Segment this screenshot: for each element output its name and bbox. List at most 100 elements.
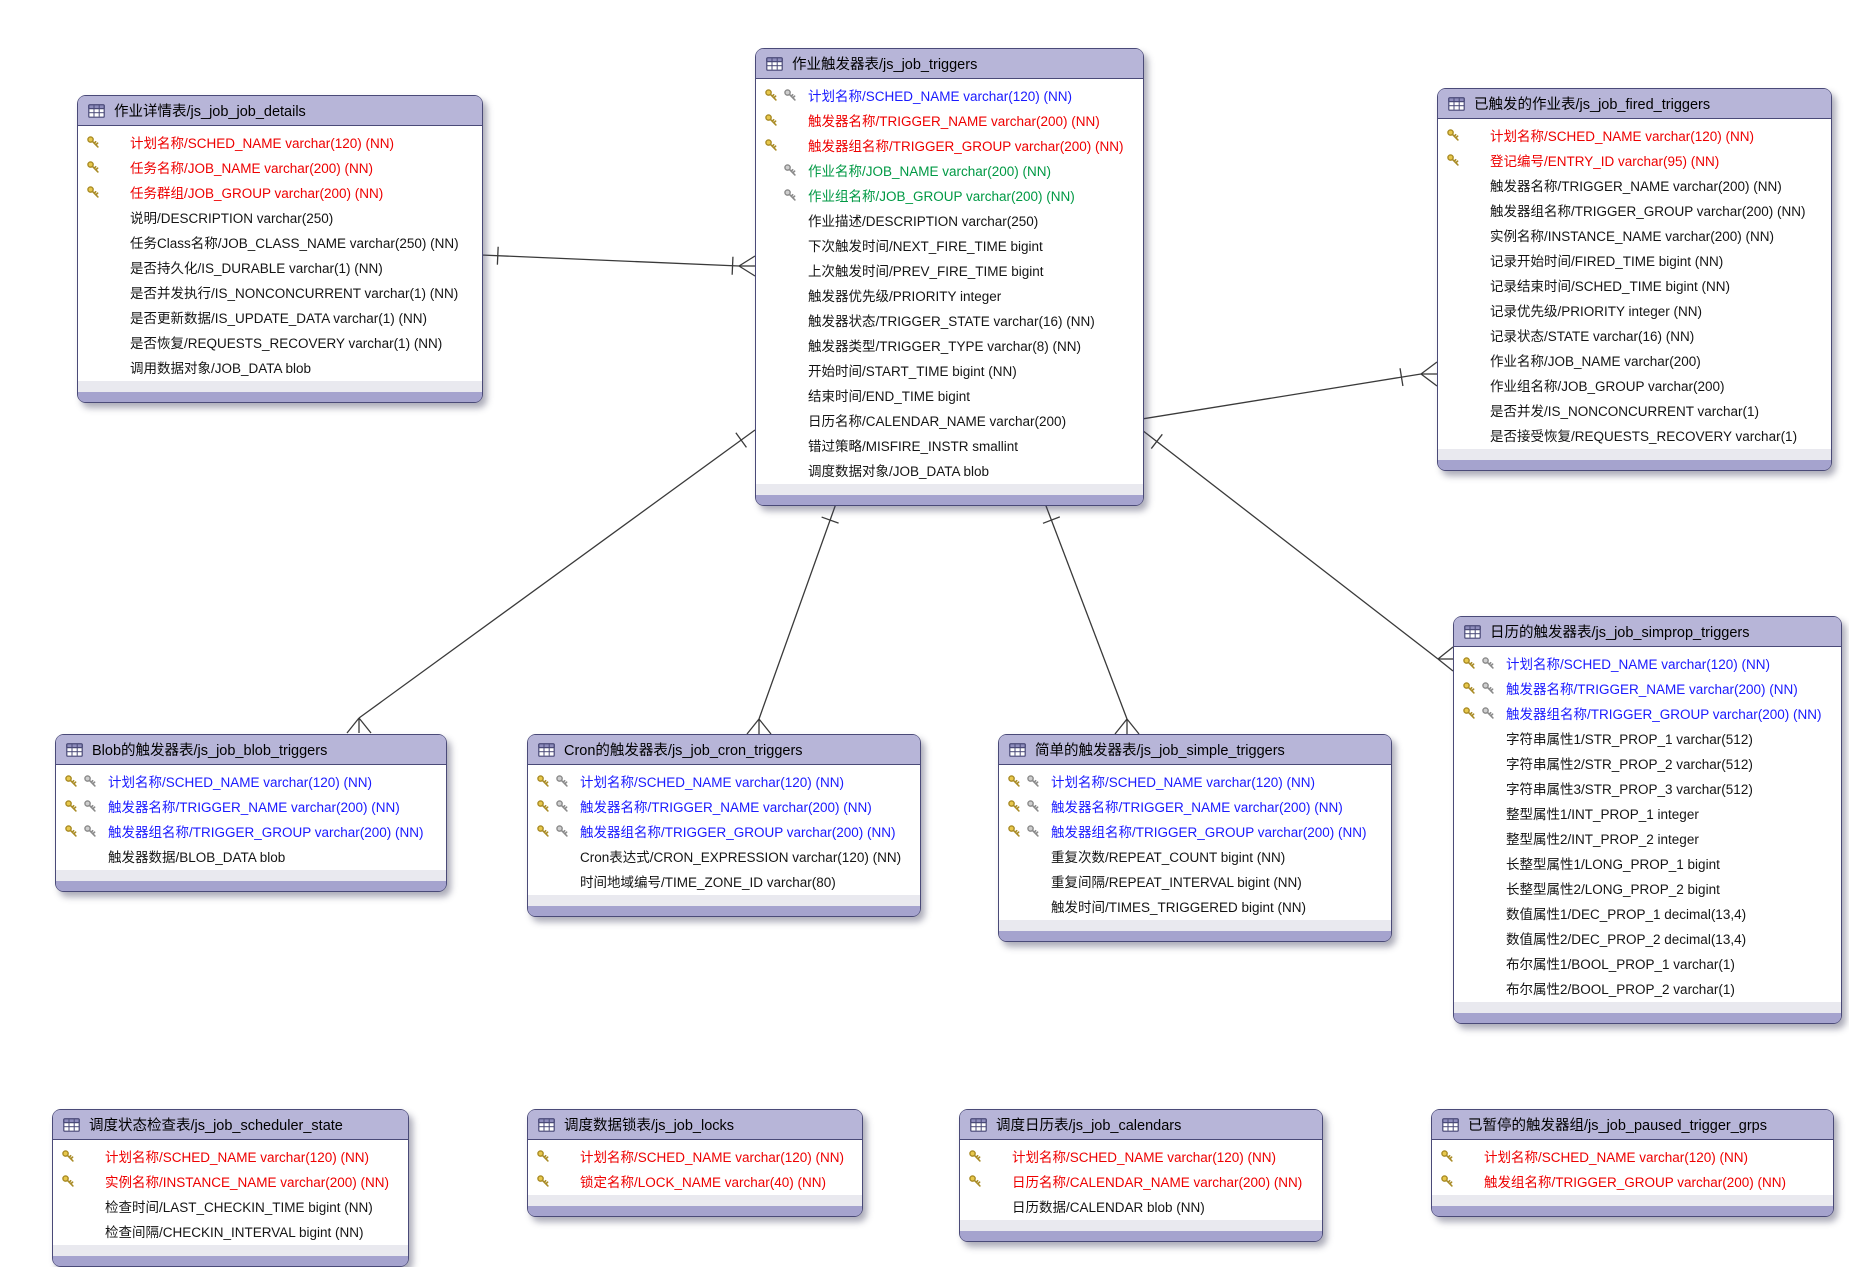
column-row[interactable]: 锁定名称/LOCK_NAME varchar(40) (NN) — [528, 1168, 862, 1193]
column-row[interactable]: 触发组名称/TRIGGER_GROUP varchar(200) (NN) — [1432, 1168, 1833, 1193]
table-header-js_job_job_details[interactable]: 作业详情表/js_job_job_details — [78, 96, 482, 126]
column-row[interactable]: 计划名称/SCHED_NAME varchar(120) (NN) — [756, 82, 1143, 107]
column-row[interactable]: 日历名称/CALENDAR_NAME varchar(200) — [756, 407, 1143, 432]
column-row[interactable]: 任务群组/JOB_GROUP varchar(200) (NN) — [78, 179, 482, 204]
column-row[interactable]: 布尔属性2/BOOL_PROP_2 varchar(1) — [1454, 975, 1841, 1000]
column-row[interactable]: 是否更新数据/IS_UPDATE_DATA varchar(1) (NN) — [78, 304, 482, 329]
column-row[interactable]: 调度数据对象/JOB_DATA blob — [756, 457, 1143, 482]
table-js_job_cron_triggers[interactable]: Cron的触发器表/js_job_cron_triggers 计划名称/SCHED… — [527, 734, 921, 917]
column-row[interactable]: 实例名称/INSTANCE_NAME varchar(200) (NN) — [53, 1168, 408, 1193]
column-row[interactable]: 检查时间/LAST_CHECKIN_TIME bigint (NN) — [53, 1193, 408, 1218]
column-row[interactable]: 错过策略/MISFIRE_INSTR smallint — [756, 432, 1143, 457]
column-row[interactable]: 下次触发时间/NEXT_FIRE_TIME bigint — [756, 232, 1143, 257]
column-row[interactable]: 开始时间/START_TIME bigint (NN) — [756, 357, 1143, 382]
column-row[interactable]: 计划名称/SCHED_NAME varchar(120) (NN) — [1438, 122, 1831, 147]
table-js_job_simprop_triggers[interactable]: 日历的触发器表/js_job_simprop_triggers 计划名称/SCHE… — [1453, 616, 1842, 1024]
column-row[interactable]: 触发器优先级/PRIORITY integer — [756, 282, 1143, 307]
column-row[interactable]: 计划名称/SCHED_NAME varchar(120) (NN) — [56, 768, 446, 793]
column-row[interactable]: 整型属性2/INT_PROP_2 integer — [1454, 825, 1841, 850]
table-js_job_paused_trigger_grps[interactable]: 已暂停的触发器组/js_job_paused_trigger_grps 计划名称/… — [1431, 1109, 1834, 1217]
column-row[interactable]: 长整型属性1/LONG_PROP_1 bigint — [1454, 850, 1841, 875]
table-js_job_calendars[interactable]: 调度日历表/js_job_calendars 计划名称/SCHED_NAME va… — [959, 1109, 1323, 1242]
table-header-js_job_calendars[interactable]: 调度日历表/js_job_calendars — [960, 1110, 1322, 1140]
column-row[interactable]: 是否并发执行/IS_NONCONCURRENT varchar(1) (NN) — [78, 279, 482, 304]
column-row[interactable]: 触发器名称/TRIGGER_NAME varchar(200) (NN) — [528, 793, 920, 818]
table-js_job_locks[interactable]: 调度数据锁表/js_job_locks 计划名称/SCHED_NAME varch… — [527, 1109, 863, 1217]
table-js_job_triggers[interactable]: 作业触发器表/js_job_triggers 计划名称/SCHED_NAME va… — [755, 48, 1144, 506]
column-row[interactable]: 结束时间/END_TIME bigint — [756, 382, 1143, 407]
column-row[interactable]: 整型属性1/INT_PROP_1 integer — [1454, 800, 1841, 825]
column-row[interactable]: 日历数据/CALENDAR blob (NN) — [960, 1193, 1322, 1218]
column-row[interactable]: 作业组名称/JOB_GROUP varchar(200) — [1438, 372, 1831, 397]
column-row[interactable]: 记录开始时间/FIRED_TIME bigint (NN) — [1438, 247, 1831, 272]
column-row[interactable]: 计划名称/SCHED_NAME varchar(120) (NN) — [1454, 650, 1841, 675]
column-row[interactable]: 是否接受恢复/REQUESTS_RECOVERY varchar(1) — [1438, 422, 1831, 447]
column-row[interactable]: 计划名称/SCHED_NAME varchar(120) (NN) — [1432, 1143, 1833, 1168]
column-row[interactable]: 说明/DESCRIPTION varchar(250) — [78, 204, 482, 229]
column-row[interactable]: 是否恢复/REQUESTS_RECOVERY varchar(1) (NN) — [78, 329, 482, 354]
column-row[interactable]: 时间地域编号/TIME_ZONE_ID varchar(80) — [528, 868, 920, 893]
column-row[interactable]: 触发器状态/TRIGGER_STATE varchar(16) (NN) — [756, 307, 1143, 332]
column-row[interactable]: 作业名称/JOB_NAME varchar(200) — [1438, 347, 1831, 372]
column-row[interactable]: 触发器数据/BLOB_DATA blob — [56, 843, 446, 868]
table-js_job_blob_triggers[interactable]: Blob的触发器表/js_job_blob_triggers 计划名称/SCHED… — [55, 734, 447, 892]
table-header-js_job_simple_triggers[interactable]: 简单的触发器表/js_job_simple_triggers — [999, 735, 1391, 765]
column-row[interactable]: 任务Class名称/JOB_CLASS_NAME varchar(250) (N… — [78, 229, 482, 254]
column-row[interactable]: 触发器名称/TRIGGER_NAME varchar(200) (NN) — [999, 793, 1391, 818]
column-row[interactable]: 触发器组名称/TRIGGER_GROUP varchar(200) (NN) — [1438, 197, 1831, 222]
column-row[interactable]: 记录状态/STATE varchar(16) (NN) — [1438, 322, 1831, 347]
table-header-js_job_scheduler_state[interactable]: 调度状态检查表/js_job_scheduler_state — [53, 1110, 408, 1140]
column-row[interactable]: 上次触发时间/PREV_FIRE_TIME bigint — [756, 257, 1143, 282]
table-header-js_job_triggers[interactable]: 作业触发器表/js_job_triggers — [756, 49, 1143, 79]
column-row[interactable]: 触发器组名称/TRIGGER_GROUP varchar(200) (NN) — [528, 818, 920, 843]
column-row[interactable]: 计划名称/SCHED_NAME varchar(120) (NN) — [960, 1143, 1322, 1168]
column-row[interactable]: 计划名称/SCHED_NAME varchar(120) (NN) — [78, 129, 482, 154]
column-row[interactable]: 计划名称/SCHED_NAME varchar(120) (NN) — [53, 1143, 408, 1168]
table-header-js_job_fired_triggers[interactable]: 已触发的作业表/js_job_fired_triggers — [1438, 89, 1831, 119]
table-js_job_fired_triggers[interactable]: 已触发的作业表/js_job_fired_triggers 计划名称/SCHED_… — [1437, 88, 1832, 471]
column-row[interactable]: 记录结束时间/SCHED_TIME bigint (NN) — [1438, 272, 1831, 297]
column-row[interactable]: 是否并发/IS_NONCONCURRENT varchar(1) — [1438, 397, 1831, 422]
column-row[interactable]: 是否持久化/IS_DURABLE varchar(1) (NN) — [78, 254, 482, 279]
column-row[interactable]: 触发时间/TIMES_TRIGGERED bigint (NN) — [999, 893, 1391, 918]
column-row[interactable]: 重复间隔/REPEAT_INTERVAL bigint (NN) — [999, 868, 1391, 893]
column-row[interactable]: 日历名称/CALENDAR_NAME varchar(200) (NN) — [960, 1168, 1322, 1193]
column-row[interactable]: 触发器组名称/TRIGGER_GROUP varchar(200) (NN) — [1454, 700, 1841, 725]
column-row[interactable]: 重复次数/REPEAT_COUNT bigint (NN) — [999, 843, 1391, 868]
column-row[interactable]: 实例名称/INSTANCE_NAME varchar(200) (NN) — [1438, 222, 1831, 247]
column-row[interactable]: 触发器名称/TRIGGER_NAME varchar(200) (NN) — [1438, 172, 1831, 197]
column-row[interactable]: 作业组名称/JOB_GROUP varchar(200) (NN) — [756, 182, 1143, 207]
table-header-js_job_blob_triggers[interactable]: Blob的触发器表/js_job_blob_triggers — [56, 735, 446, 765]
column-row[interactable]: 计划名称/SCHED_NAME varchar(120) (NN) — [999, 768, 1391, 793]
column-row[interactable]: 任务名称/JOB_NAME varchar(200) (NN) — [78, 154, 482, 179]
column-row[interactable]: 触发器组名称/TRIGGER_GROUP varchar(200) (NN) — [999, 818, 1391, 843]
column-row[interactable]: Cron表达式/CRON_EXPRESSION varchar(120) (NN… — [528, 843, 920, 868]
column-row[interactable]: 调用数据对象/JOB_DATA blob — [78, 354, 482, 379]
column-row[interactable]: 字符串属性1/STR_PROP_1 varchar(512) — [1454, 725, 1841, 750]
table-js_job_scheduler_state[interactable]: 调度状态检查表/js_job_scheduler_state 计划名称/SCHED… — [52, 1109, 409, 1267]
table-header-js_job_simprop_triggers[interactable]: 日历的触发器表/js_job_simprop_triggers — [1454, 617, 1841, 647]
column-row[interactable]: 触发器类型/TRIGGER_TYPE varchar(8) (NN) — [756, 332, 1143, 357]
column-row[interactable]: 记录优先级/PRIORITY integer (NN) — [1438, 297, 1831, 322]
column-row[interactable]: 字符串属性3/STR_PROP_3 varchar(512) — [1454, 775, 1841, 800]
table-header-js_job_locks[interactable]: 调度数据锁表/js_job_locks — [528, 1110, 862, 1140]
table-js_job_job_details[interactable]: 作业详情表/js_job_job_details 计划名称/SCHED_NAME … — [77, 95, 483, 403]
column-row[interactable]: 触发器组名称/TRIGGER_GROUP varchar(200) (NN) — [756, 132, 1143, 157]
column-row[interactable]: 字符串属性2/STR_PROP_2 varchar(512) — [1454, 750, 1841, 775]
column-row[interactable]: 布尔属性1/BOOL_PROP_1 varchar(1) — [1454, 950, 1841, 975]
table-header-js_job_paused_trigger_grps[interactable]: 已暂停的触发器组/js_job_paused_trigger_grps — [1432, 1110, 1833, 1140]
column-row[interactable]: 作业名称/JOB_NAME varchar(200) (NN) — [756, 157, 1143, 182]
column-row[interactable]: 计划名称/SCHED_NAME varchar(120) (NN) — [528, 1143, 862, 1168]
column-row[interactable]: 触发器组名称/TRIGGER_GROUP varchar(200) (NN) — [56, 818, 446, 843]
column-row[interactable]: 长整型属性2/LONG_PROP_2 bigint — [1454, 875, 1841, 900]
column-row[interactable]: 触发器名称/TRIGGER_NAME varchar(200) (NN) — [756, 107, 1143, 132]
table-header-js_job_cron_triggers[interactable]: Cron的触发器表/js_job_cron_triggers — [528, 735, 920, 765]
table-js_job_simple_triggers[interactable]: 简单的触发器表/js_job_simple_triggers 计划名称/SCHED… — [998, 734, 1392, 942]
column-row[interactable]: 数值属性1/DEC_PROP_1 decimal(13,4) — [1454, 900, 1841, 925]
column-row[interactable]: 触发器名称/TRIGGER_NAME varchar(200) (NN) — [1454, 675, 1841, 700]
column-row[interactable]: 触发器名称/TRIGGER_NAME varchar(200) (NN) — [56, 793, 446, 818]
column-row[interactable]: 计划名称/SCHED_NAME varchar(120) (NN) — [528, 768, 920, 793]
column-row[interactable]: 数值属性2/DEC_PROP_2 decimal(13,4) — [1454, 925, 1841, 950]
column-row[interactable]: 检查间隔/CHECKIN_INTERVAL bigint (NN) — [53, 1218, 408, 1243]
column-row[interactable]: 作业描述/DESCRIPTION varchar(250) — [756, 207, 1143, 232]
